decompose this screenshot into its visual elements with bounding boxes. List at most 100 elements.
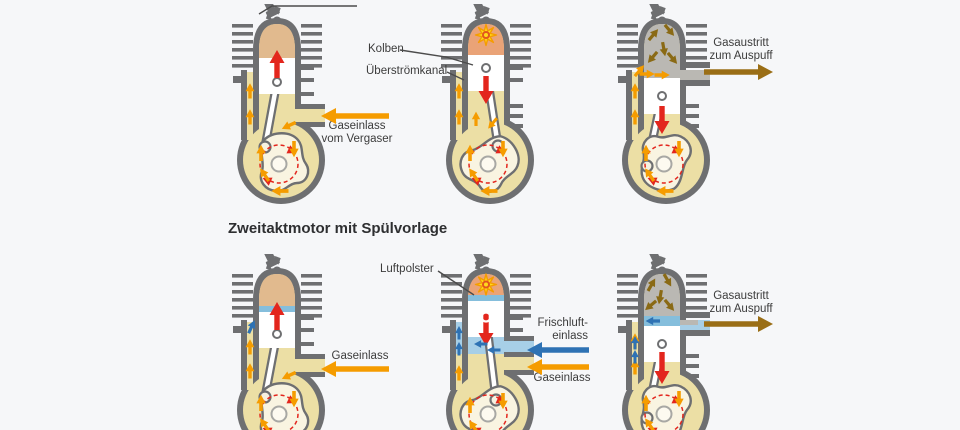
flow-arrow-small <box>645 316 661 326</box>
flow-arrow-small <box>639 69 655 79</box>
flow-arrow-small <box>641 144 651 161</box>
flow-arrow-small <box>245 109 255 125</box>
rotation-path <box>644 144 684 184</box>
flow-arrow-small <box>289 141 299 158</box>
piston-motion-arrow <box>478 312 494 346</box>
crankshaft-hub <box>270 155 288 173</box>
flow-arrow-small <box>659 41 668 57</box>
flow-arrow-small <box>247 320 256 334</box>
flow-arrow-small <box>480 186 498 196</box>
flow-arrow-small <box>465 144 475 161</box>
flow-arrow-small <box>498 141 508 158</box>
flow-arrow-small <box>656 289 665 305</box>
gas-inlet-port <box>504 357 534 370</box>
engine-spuelvorlage-intake-compression <box>232 254 325 430</box>
flow-arrow-small <box>663 23 675 36</box>
flow-arrow-small <box>256 144 266 161</box>
flow-arrow-small <box>663 298 675 311</box>
flow-arrow-small <box>454 365 464 381</box>
crankshaft-hub <box>479 155 497 173</box>
flow-arrow-small <box>630 83 640 99</box>
rotation-path <box>259 144 299 184</box>
label-luftpolster: Luftpolster <box>380 263 434 275</box>
flow-arrow-small <box>631 336 639 350</box>
piston-pin <box>657 339 667 349</box>
flow-arrow-small <box>645 168 656 182</box>
piston-motion-arrow <box>269 50 285 78</box>
flow-arrow-small <box>469 168 480 182</box>
engine-ignition-power <box>441 4 534 204</box>
flow-arrow-small <box>245 363 255 379</box>
flow-arrow-small <box>281 120 297 130</box>
flow-arrow-small <box>487 346 501 354</box>
flow-arrow-small <box>647 50 659 63</box>
inlet-port-open <box>295 109 325 122</box>
flow-arrow-small <box>454 109 464 125</box>
rotation-path <box>259 394 299 430</box>
crankshaft-hub <box>270 405 288 423</box>
flow-arrow-small <box>633 65 645 78</box>
flow-arrow-small <box>656 186 674 196</box>
flow-arrow-small <box>256 394 266 411</box>
label-ueberstroemkanal: Überströmkanal <box>366 65 448 77</box>
flow-arrow-small <box>474 340 488 348</box>
flow-arrow-small <box>630 109 640 125</box>
flow-arrow-small <box>631 350 639 364</box>
crankshaft-hub <box>655 155 673 173</box>
piston-pin <box>272 77 282 87</box>
rotation-path <box>468 394 508 430</box>
flow-arrow-small <box>630 359 640 375</box>
piston-motion-arrow <box>478 76 494 104</box>
label-frischlufteinlass: Frischluft-einlass <box>537 317 588 343</box>
combustion-spark-icon <box>474 273 498 296</box>
section-heading: Zweitaktmotor mit Spülvorlage <box>228 220 448 237</box>
flow-arrow-small <box>455 326 463 340</box>
flow-arrow-small <box>654 70 670 80</box>
flow-arrow-small <box>498 393 508 410</box>
piston-pin <box>272 329 282 339</box>
flow-arrow-small <box>662 273 672 287</box>
engine-spuelvorlage-exhaust <box>617 254 710 430</box>
flow-arrow-small <box>455 342 463 356</box>
air-cushion-layer <box>468 295 504 301</box>
flow-arrow-small <box>245 83 255 99</box>
piston-pin <box>481 63 491 73</box>
combustion-spark-icon <box>474 23 498 47</box>
engine-spuelvorlage-ignition-power <box>441 254 534 430</box>
flow-arrow-small <box>465 396 475 413</box>
air-inlet-port <box>504 341 534 352</box>
flow-arrow-small <box>281 370 297 380</box>
flow-arrow-small <box>454 83 464 99</box>
label-gaseinlass-mitte: Gaseinlass <box>533 372 591 384</box>
cylinder-gas <box>259 274 295 306</box>
flow-arrow-small <box>674 141 684 158</box>
rotation-path <box>644 394 684 430</box>
piston-motion-arrow <box>269 302 285 330</box>
flow-arrow-small <box>245 339 255 355</box>
flow-arrow-small <box>645 299 658 311</box>
flow-arrow-small <box>666 51 678 64</box>
flow-arrow-small <box>289 391 299 408</box>
engine-exhaust <box>617 4 710 204</box>
piston-pin <box>480 311 492 323</box>
flow-arrow-small <box>647 29 659 42</box>
label-gaseinlass-links: Gaseinlass <box>331 350 389 362</box>
cylinder-gas <box>259 24 295 58</box>
piston-motion-arrow <box>654 352 670 384</box>
air-cushion-layer <box>644 316 680 326</box>
exhaust-port-open <box>680 70 710 80</box>
flow-arrow-small <box>260 168 271 182</box>
flow-arrow-small <box>469 420 480 430</box>
flow-arrow-small <box>471 111 481 126</box>
piston-motion-arrow <box>654 106 670 134</box>
label-kolben: Kolben <box>368 43 404 55</box>
flow-arrow-small <box>674 391 684 408</box>
flow-arrow-small <box>641 394 651 411</box>
flow-arrow-small <box>646 278 656 292</box>
crankshaft-hub <box>655 405 673 423</box>
rotation-path <box>468 144 508 184</box>
flow-arrow-small <box>260 418 271 430</box>
